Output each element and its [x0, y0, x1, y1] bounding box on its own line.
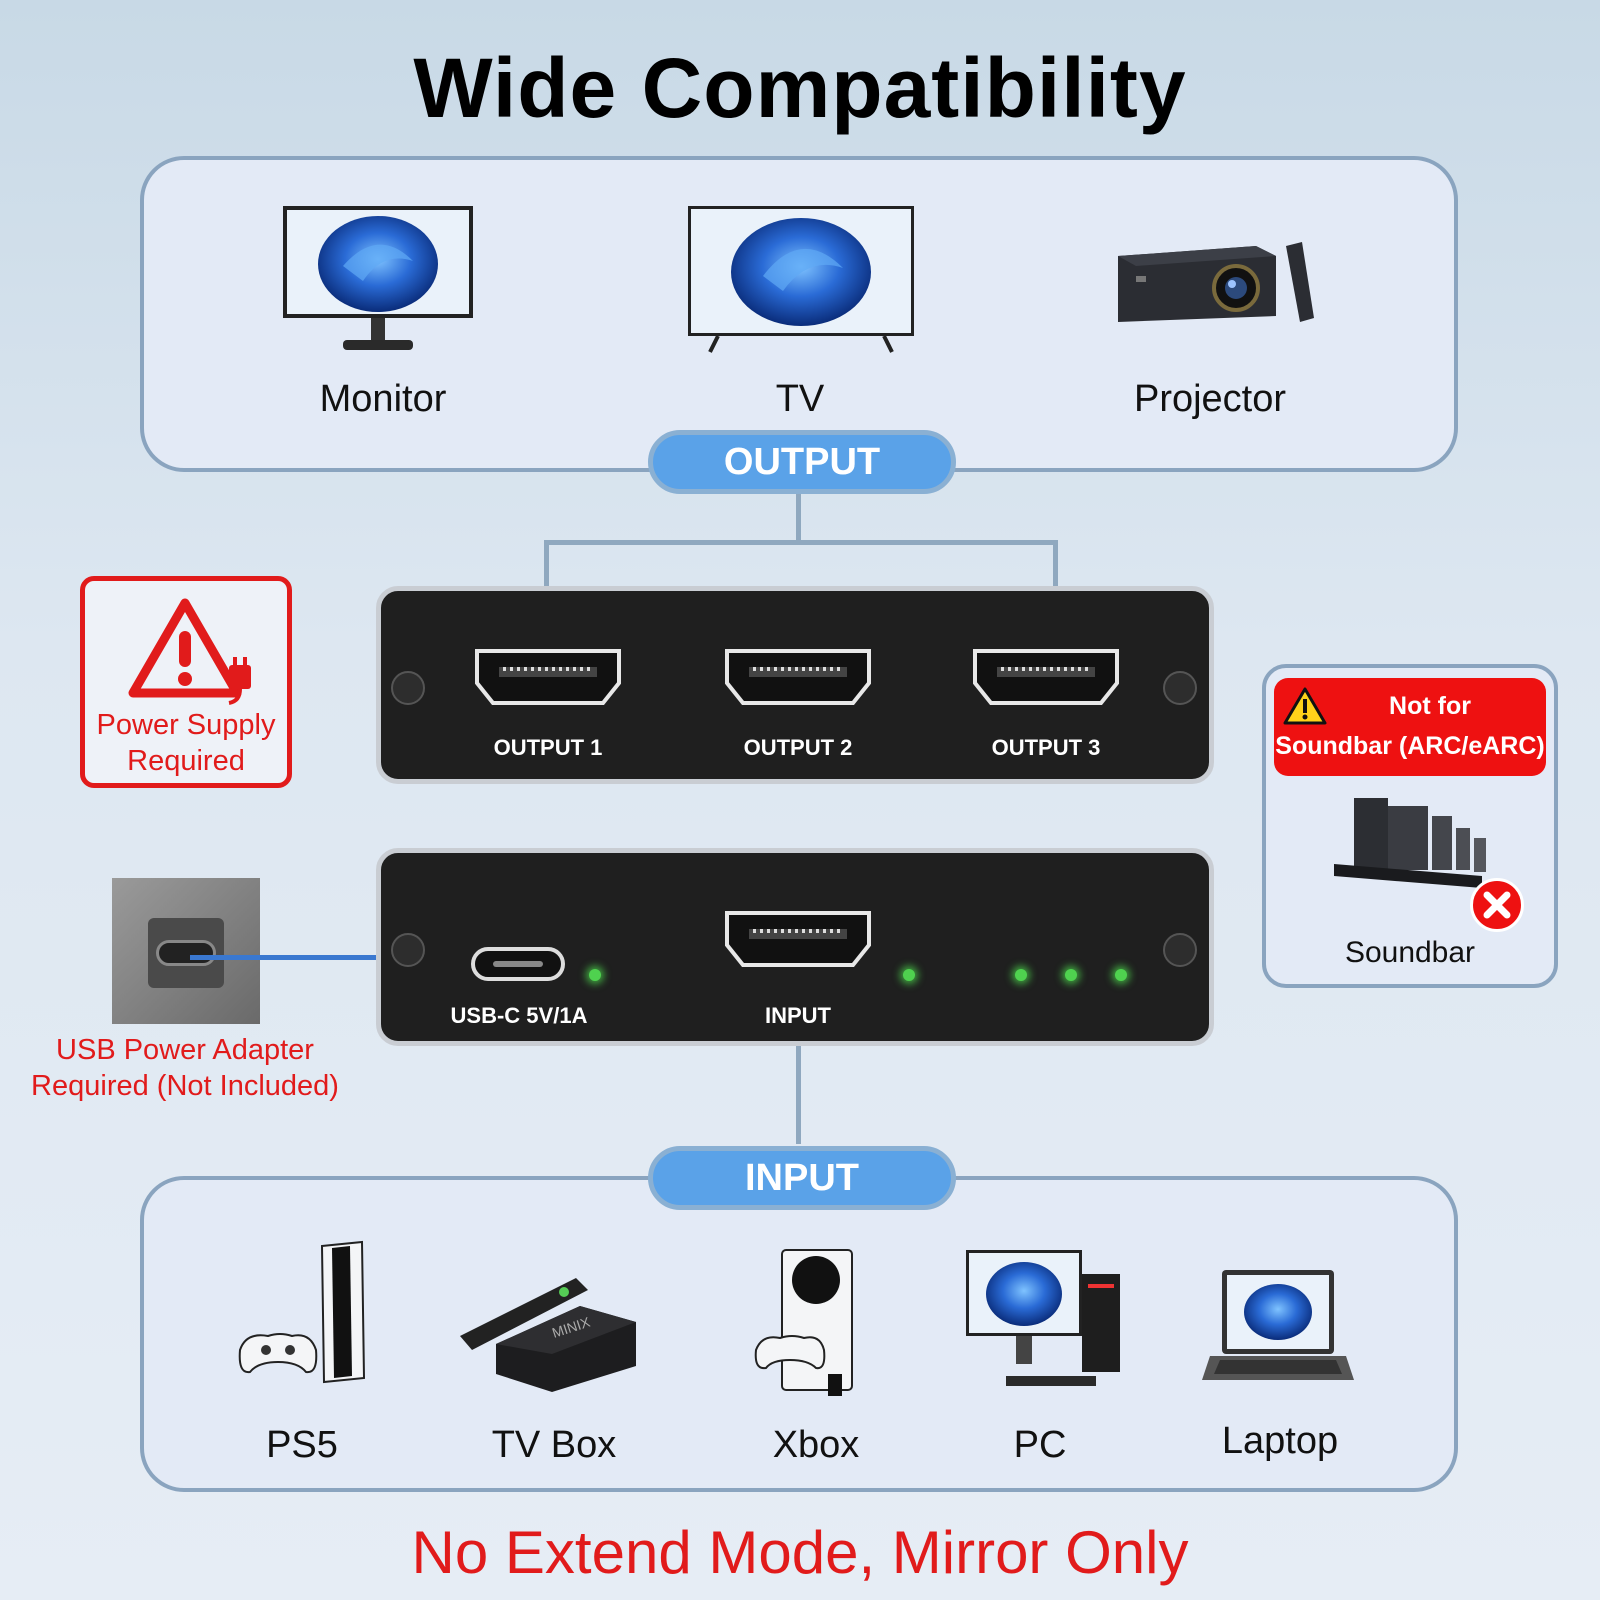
hdmi-port-output-2[interactable] [723, 647, 873, 707]
device-label-soundbar: Soundbar [1344, 936, 1476, 969]
device-label-pc: PC [1013, 1424, 1067, 1466]
splitter-input-face: USB-C 5V/1A INPUT [376, 848, 1214, 1046]
output-led-2-icon [1065, 969, 1077, 981]
warning-triangle-icon [1282, 686, 1328, 726]
output-led-1-icon [1015, 969, 1027, 981]
soundbar-icon [1332, 792, 1502, 902]
output-connector-vertical [796, 494, 801, 542]
footer-note: No Extend Mode, Mirror Only [411, 1519, 1189, 1586]
adapter-note-line1: USB Power Adapter [56, 1034, 314, 1066]
laptop-icon [1200, 1268, 1356, 1392]
ps5-icon [232, 1240, 382, 1390]
projector-icon [1106, 236, 1316, 336]
device-label-tv: TV [775, 378, 825, 420]
tv-box-icon: MINIX [456, 1266, 644, 1396]
soundbar-warning-line2: Soundbar (ARC/eARC) [1275, 732, 1545, 760]
screw-icon [1163, 933, 1197, 967]
usb-c-port[interactable] [471, 947, 565, 981]
soundbar-warning-panel: Not for Soundbar (ARC/eARC) Soundbar [1262, 664, 1558, 988]
pc-icon [966, 1250, 1126, 1400]
warning-power-icon [125, 597, 265, 707]
input-connector-vertical [796, 1046, 801, 1144]
output-led-3-icon [1115, 969, 1127, 981]
not-supported-x-icon [1470, 878, 1524, 932]
screw-icon [391, 933, 425, 967]
page-title: Wide Compatibility [413, 41, 1187, 135]
soundbar-warning-line1: Not for [1389, 692, 1471, 720]
tv-icon [688, 206, 914, 354]
power-warning-line2: Required [127, 745, 245, 777]
power-led-icon [589, 969, 601, 981]
input-led-icon [903, 969, 915, 981]
input-port-label: INPUT [765, 1003, 831, 1028]
power-warning-box: Power Supply Required [80, 576, 292, 788]
usb-power-adapter-icon [112, 878, 260, 1024]
device-label-monitor: Monitor [319, 378, 447, 420]
power-warning-line1: Power Supply [96, 709, 276, 741]
xbox-icon [754, 1246, 874, 1402]
device-label-projector: Projector [1133, 378, 1287, 420]
hdmi-port-input[interactable] [723, 909, 873, 969]
monitor-icon [283, 206, 473, 356]
device-label-ps5: PS5 [266, 1424, 338, 1466]
device-label-xbox: Xbox [772, 1424, 860, 1466]
output-badge: OUTPUT [648, 430, 956, 494]
adapter-note-line2: Required (Not Included) [31, 1070, 339, 1102]
splitter-output-face: OUTPUT 1 OUTPUT 2 OUTPUT 3 [376, 586, 1214, 784]
port-label-output-2: OUTPUT 2 [743, 735, 853, 760]
hdmi-port-output-3[interactable] [971, 647, 1121, 707]
screw-icon [1163, 671, 1197, 705]
port-label-output-1: OUTPUT 1 [493, 735, 603, 760]
usb-cable-line [190, 955, 490, 960]
input-badge: INPUT [648, 1146, 956, 1210]
hdmi-port-output-1[interactable] [473, 647, 623, 707]
screw-icon [391, 671, 425, 705]
device-label-tv-box: TV Box [491, 1424, 617, 1466]
usb-c-port-label: USB-C 5V/1A [450, 1003, 588, 1028]
output-connector-horizontal [544, 540, 1058, 545]
device-label-laptop: Laptop [1221, 1420, 1339, 1462]
soundbar-warning-banner: Not for Soundbar (ARC/eARC) [1274, 678, 1546, 776]
port-label-output-3: OUTPUT 3 [991, 735, 1101, 760]
